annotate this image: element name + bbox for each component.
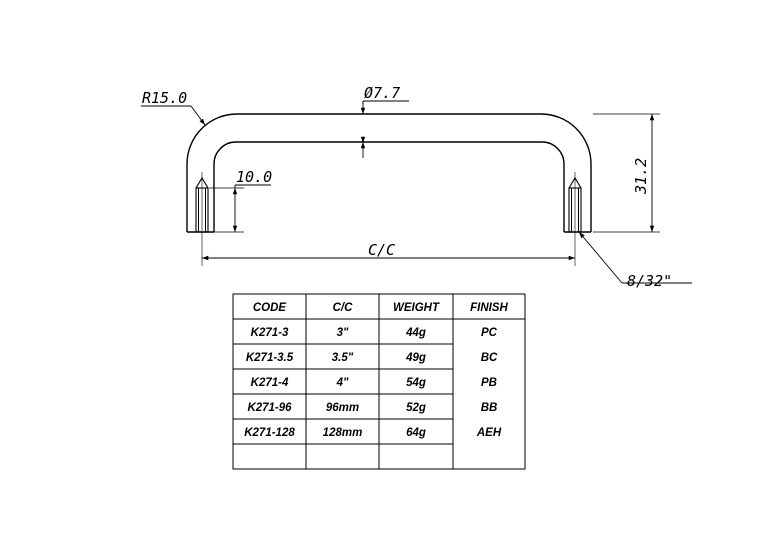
radius-label: R15.0 [142,89,187,107]
row-weight: 64g [406,427,426,439]
row-code: K271-3 [251,327,289,339]
height-label: 31.2 [632,158,650,195]
row-cc: 128mm [323,427,363,439]
header-cc: C/C [333,302,354,314]
row-code: K271-4 [251,377,289,389]
diameter-label: Ø7.7 [364,84,400,102]
row-weight: 54g [406,377,426,389]
height-dimension: 31.2 [593,113,660,233]
row-code: K271-3.5 [246,352,294,364]
row-weight: 44g [405,327,426,339]
row-cc: 4" [336,377,349,389]
finish-item: PB [481,377,497,389]
finish-item: BC [481,352,498,364]
finish-item: BB [481,402,498,414]
spec-table: CODE C/C WEIGHT FINISH K271-3 3" 44g K27… [232,293,526,470]
finish-item: PC [481,327,498,339]
row-code: K271-128 [244,427,295,439]
thread-label: 8/32" [627,272,672,290]
center-to-center-label: C/C [368,241,395,259]
row-cc: 3.5" [332,352,354,364]
row-cc: 96mm [326,402,359,414]
thread-depth-label: 10.0 [236,168,272,186]
diameter-dimension: Ø7.7 [360,84,409,158]
row-code: K271-96 [247,402,292,414]
header-weight: WEIGHT [393,302,440,314]
radius-dimension: R15.0 [141,89,206,126]
thread-callout: 8/32" [578,231,692,290]
left-thread-hole [195,172,209,240]
center-to-center-dimension: C/C [201,240,576,266]
right-thread-hole [568,172,582,240]
row-cc: 3" [337,327,349,339]
thread-depth-dimension: 10.0 [209,168,272,233]
header-code: CODE [253,302,287,314]
header-finish: FINISH [470,302,508,314]
finish-item: AEH [476,427,502,439]
row-weight: 52g [406,402,426,414]
row-weight: 49g [405,352,426,364]
